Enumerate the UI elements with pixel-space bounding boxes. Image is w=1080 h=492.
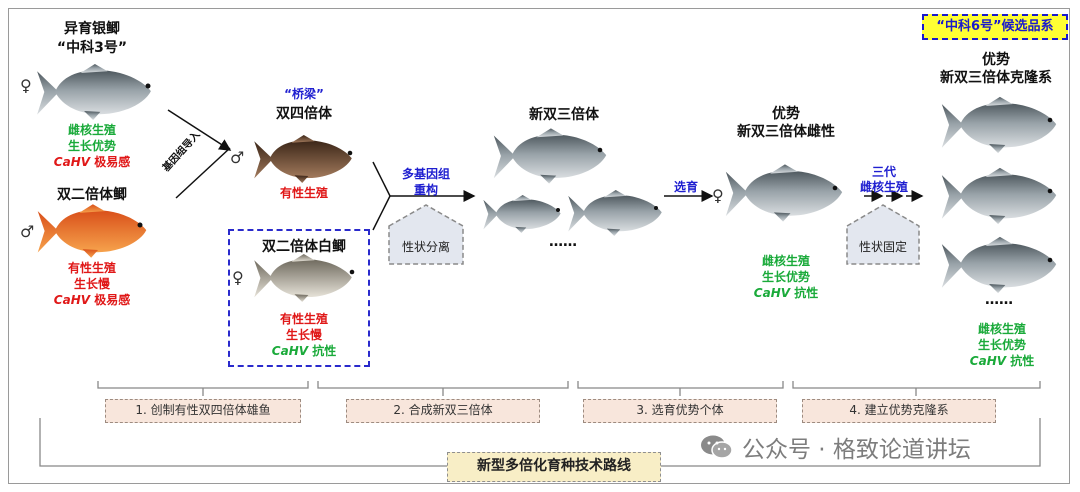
fish-clone-3 bbox=[941, 236, 1057, 294]
candidate-strain-badge: “中科6号”候选品系 bbox=[922, 14, 1068, 40]
silver-trait-1: 雌核生殖 bbox=[67, 123, 117, 137]
clone-virus-label: CaHV 抗性 bbox=[969, 354, 1035, 368]
selection-label: 选育 bbox=[673, 180, 699, 194]
fish-red-crucian bbox=[37, 204, 147, 258]
male-symbol: ♂ bbox=[20, 222, 35, 241]
fish-bronze-tetraploid bbox=[254, 135, 353, 183]
fish-clone-2 bbox=[941, 167, 1057, 225]
reconstruction-line-2: 重构 bbox=[413, 183, 439, 197]
new-triploid-ellipsis: …… bbox=[549, 234, 577, 250]
white-virus-label: CaHV 抗性 bbox=[271, 344, 337, 358]
technology-route-label: 新型多倍化育种技术路线 bbox=[447, 452, 661, 482]
merge-line-upper bbox=[372, 161, 391, 197]
superior-trait-1: 雌核生殖 bbox=[761, 254, 811, 268]
bridge-name: 双四倍体 bbox=[276, 106, 332, 122]
fish-silver-crucian bbox=[37, 64, 151, 120]
superior-trait-2: 生长优势 bbox=[761, 270, 811, 284]
female-symbol: ♀ bbox=[712, 186, 724, 205]
arrow-silver-to-bridge bbox=[167, 109, 232, 151]
red-trait-2: 生长慢 bbox=[73, 277, 111, 291]
red-crucian-name: 双二倍体鲫 bbox=[57, 187, 127, 203]
fish-new-triploid-3 bbox=[568, 190, 662, 236]
fish-white-crucian bbox=[254, 254, 355, 302]
red-trait-1: 有性生殖 bbox=[67, 261, 117, 275]
segregation-box bbox=[388, 204, 464, 265]
silver-virus-label: CaHV 极易感 bbox=[53, 155, 131, 169]
female-symbol: ♀ bbox=[232, 268, 244, 287]
arrow-red-to-bridge bbox=[175, 147, 231, 199]
watermark-text: 公众号 · 格致论道讲坛 bbox=[742, 437, 971, 463]
white-trait-1: 有性生殖 bbox=[279, 312, 329, 326]
stage-brackets bbox=[39, 381, 1041, 467]
clone-title-1: 优势 bbox=[982, 52, 1010, 68]
step-1-box: 1. 创制有性双四倍体雄鱼 bbox=[105, 399, 301, 423]
wechat-icon bbox=[701, 435, 733, 459]
clone-ellipsis: …… bbox=[985, 292, 1013, 308]
clone-title-2: 新双三倍体克隆系 bbox=[940, 70, 1052, 86]
three-gen-line-2: 雌核生殖 bbox=[859, 180, 909, 194]
fish-new-triploid-1 bbox=[493, 128, 607, 184]
fish-new-triploid-2 bbox=[483, 195, 561, 233]
silver-crucian-name: 异育银鲫 bbox=[64, 21, 120, 37]
male-symbol: ♂ bbox=[230, 148, 245, 167]
white-crucian-name: 双二倍体白鲫 bbox=[262, 239, 346, 255]
reconstruction-line-1: 多基因组 bbox=[401, 167, 451, 181]
bridge-trait: 有性生殖 bbox=[279, 186, 329, 200]
segregation-label: 性状分离 bbox=[401, 240, 451, 254]
silver-crucian-strain: “中科3号” bbox=[56, 40, 128, 56]
superior-female-title-1: 优势 bbox=[772, 106, 800, 122]
three-gen-line-1: 三代 bbox=[871, 165, 897, 179]
outer-frame bbox=[8, 8, 1070, 484]
female-symbol: ♀ bbox=[20, 76, 32, 95]
superior-female-title-2: 新双三倍体雌性 bbox=[737, 124, 835, 140]
fish-superior-female bbox=[725, 164, 843, 222]
new-triploid-title: 新双三倍体 bbox=[529, 107, 599, 123]
white-trait-2: 生长慢 bbox=[285, 328, 323, 342]
bridge-tag: “桥梁” bbox=[284, 87, 324, 101]
clone-trait-2: 生长优势 bbox=[977, 338, 1027, 352]
clone-trait-1: 雌核生殖 bbox=[977, 322, 1027, 336]
step-4-box: 4. 建立优势克隆系 bbox=[802, 399, 996, 423]
red-virus-label: CaHV 极易感 bbox=[53, 293, 131, 307]
silver-trait-2: 生长优势 bbox=[67, 139, 117, 153]
step-3-box: 3. 选育优势个体 bbox=[583, 399, 777, 423]
step-2-box: 2. 合成新双三倍体 bbox=[346, 399, 540, 423]
fixation-box bbox=[846, 204, 920, 265]
superior-virus-label: CaHV 抗性 bbox=[753, 286, 819, 300]
fixation-label: 性状固定 bbox=[858, 240, 908, 254]
merge-line-lower bbox=[372, 195, 391, 231]
white-crucian-box bbox=[228, 229, 370, 367]
fish-clone-1 bbox=[941, 96, 1057, 154]
